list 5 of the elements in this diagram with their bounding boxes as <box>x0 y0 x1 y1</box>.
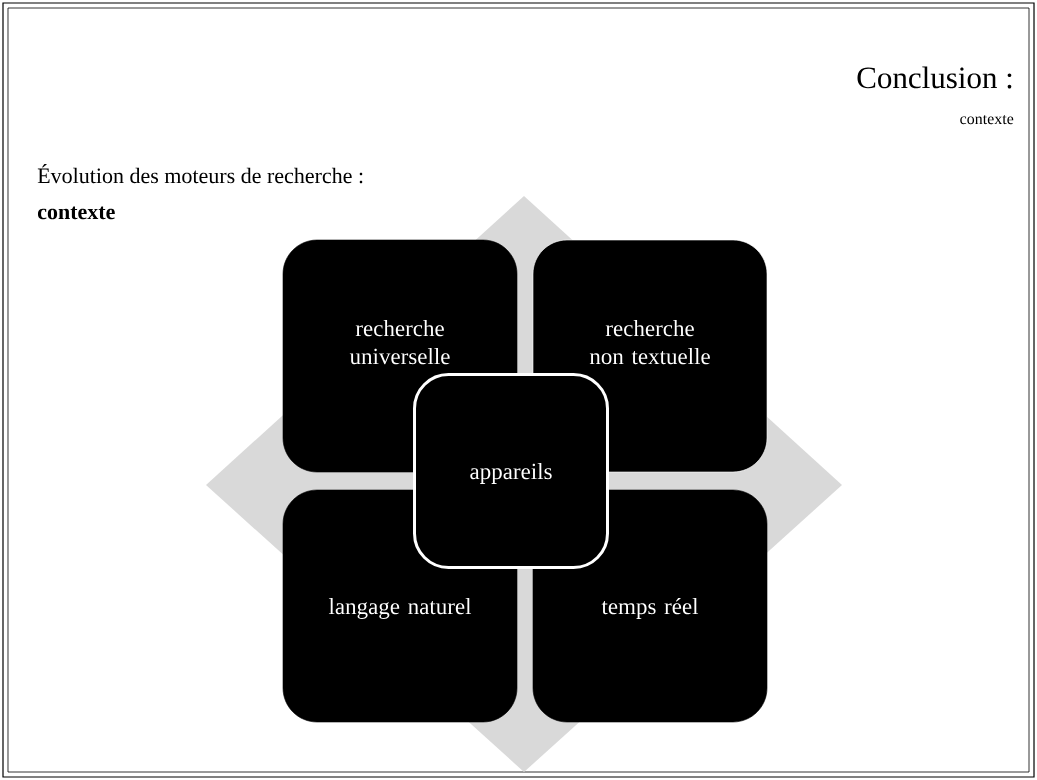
subtitle: contexte <box>960 115 1014 125</box>
heading: Évolution des moteurs de recherche : <box>37 164 363 184</box>
title: Conclusion : <box>857 66 1012 89</box>
rounded-box: appareils <box>413 373 609 569</box>
heading: contexte <box>37 206 115 220</box>
